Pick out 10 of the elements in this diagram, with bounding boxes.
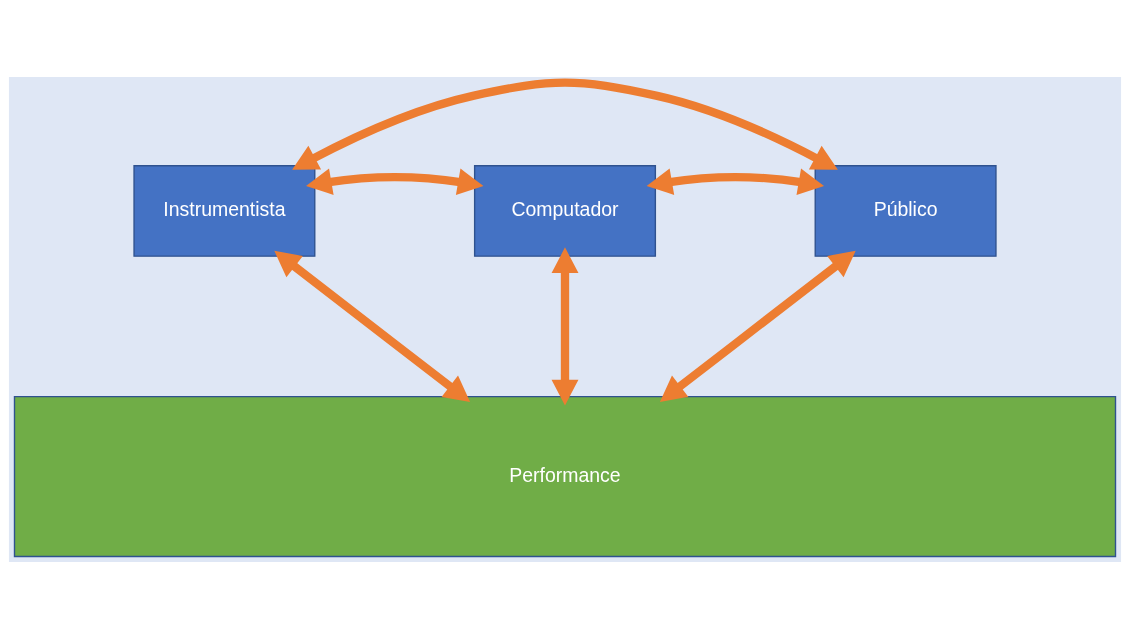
arrow [659,250,856,402]
node-box: Instrumentista [133,164,316,257]
arrow [646,167,825,195]
arrow [551,246,579,405]
node-box: Performance [13,395,1117,557]
arrow [306,167,484,195]
arrow [274,250,471,402]
node-box: Computador [473,164,657,257]
node-box: Público [814,164,997,257]
arrow [292,77,838,170]
